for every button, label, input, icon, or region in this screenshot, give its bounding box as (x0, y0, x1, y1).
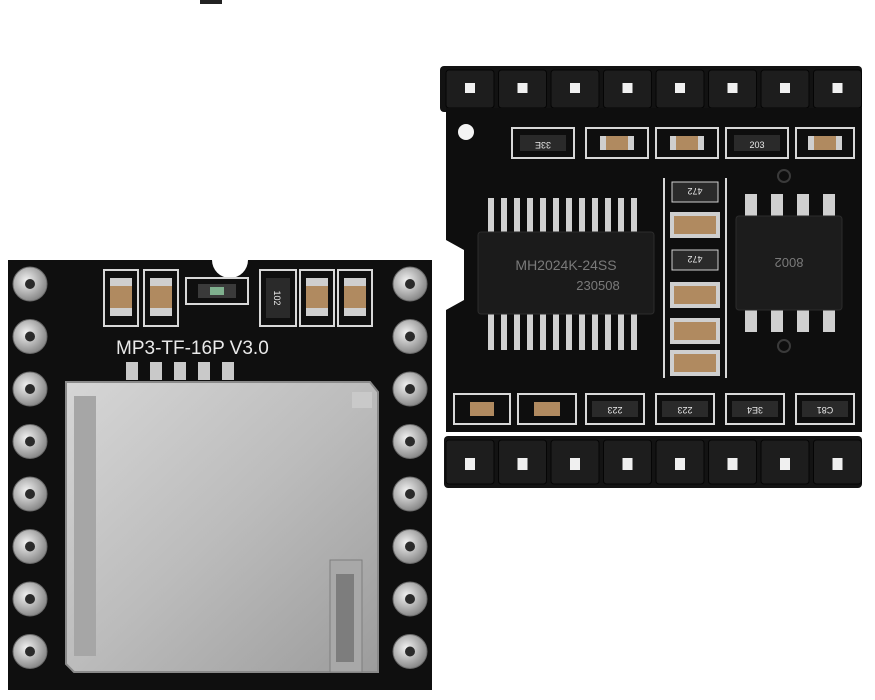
chip-pin (592, 198, 598, 234)
header-pin (622, 83, 633, 93)
card-slot-contacts (126, 362, 234, 380)
pad-hole (25, 436, 35, 447)
pad-hole (405, 279, 415, 289)
chip-pin (579, 198, 585, 234)
board-silkscreen-label: MP3-TF-16P V3.0 (116, 338, 269, 359)
chip-pin (566, 312, 572, 350)
chip-pin (631, 312, 637, 350)
right-middle-components: 472 472 (663, 178, 727, 378)
resistor-label-3e4: 3E4 (747, 405, 763, 415)
microsd-card-slot (65, 381, 379, 673)
chip-pin (527, 312, 533, 350)
chip-pin (592, 312, 598, 350)
left-board: 102 MP3-TF-16P V3.0 (8, 260, 432, 690)
chip-pin (618, 312, 624, 350)
led-outline (185, 277, 249, 305)
pad-hole (405, 594, 415, 604)
chip-pin (553, 198, 559, 234)
chip-pin (501, 198, 507, 234)
header-pin (832, 458, 843, 470)
resistor-label-223-b: 223 (677, 405, 692, 415)
header-pin (675, 458, 685, 470)
header-pin (465, 458, 475, 470)
header-pin (780, 83, 790, 93)
chip-pin (488, 198, 494, 234)
pad-hole (405, 331, 415, 342)
chip-pin (501, 312, 507, 350)
chip-pin (605, 312, 611, 350)
chip-pin (553, 312, 559, 350)
header-pin (622, 458, 633, 470)
amplifier-chip: 8002 (735, 169, 843, 353)
header-pin (517, 458, 528, 470)
chip-pin (514, 198, 520, 234)
header-pin (727, 458, 738, 470)
chip-pin (488, 312, 494, 350)
resistor-label-c81: C81 (817, 405, 834, 415)
header-pin (517, 83, 528, 93)
chip-pin (540, 198, 546, 234)
pad-hole (405, 489, 415, 499)
chip-date-code: 230508 (576, 278, 619, 293)
pad-hole (25, 594, 35, 604)
pad-hole (25, 541, 35, 552)
chip-pin (540, 312, 546, 350)
right-top-pin-header (440, 66, 862, 112)
header-pin (570, 83, 580, 93)
mounting-hole (458, 124, 474, 140)
header-pin (675, 83, 685, 93)
amp-chip-marking: 8002 (775, 255, 804, 270)
right-board: 33E 203 472 472 (440, 66, 862, 488)
pad-hole (405, 384, 415, 394)
chip-pin (566, 198, 572, 234)
chip-pin (605, 198, 611, 234)
header-pin (780, 458, 790, 470)
chip-part-number: MH2024K-24SS (515, 257, 616, 273)
left-top-components: 102 (103, 269, 373, 327)
right-bottom-components: 223 223 3E4 C81 (453, 393, 855, 425)
resistor-label-203: 203 (749, 140, 764, 150)
right-bottom-pin-header (444, 436, 862, 488)
pad-hole (405, 436, 415, 447)
chip-pin (514, 312, 520, 350)
left-pin-pads-right-column (392, 266, 428, 669)
pad-hole (405, 541, 415, 552)
resistor-label-33e: 33E (535, 140, 551, 150)
left-pin-pads-left-column (12, 266, 48, 669)
header-pin (570, 458, 580, 470)
pad-hole (25, 646, 35, 657)
chip-pin (527, 198, 533, 234)
header-pin (727, 83, 738, 93)
resistor-label-472-b: 472 (687, 254, 702, 264)
pad-hole (25, 331, 35, 342)
header-pin (465, 83, 475, 93)
chip-pin (579, 312, 585, 350)
resistor-label-472-a: 472 (687, 186, 702, 196)
header-pin (832, 83, 843, 93)
pad-hole (25, 384, 35, 394)
right-top-components: 33E 203 (511, 127, 855, 159)
pad-hole (25, 489, 35, 499)
resistor-label-102: 102 (272, 290, 282, 305)
chip-pin (618, 198, 624, 234)
main-decoder-chip: MH2024K-24SS 230508 (477, 198, 655, 350)
pad-hole (405, 646, 415, 657)
chip-pin (631, 198, 637, 234)
resistor-label-223-a: 223 (607, 405, 622, 415)
pad-hole (25, 279, 35, 289)
